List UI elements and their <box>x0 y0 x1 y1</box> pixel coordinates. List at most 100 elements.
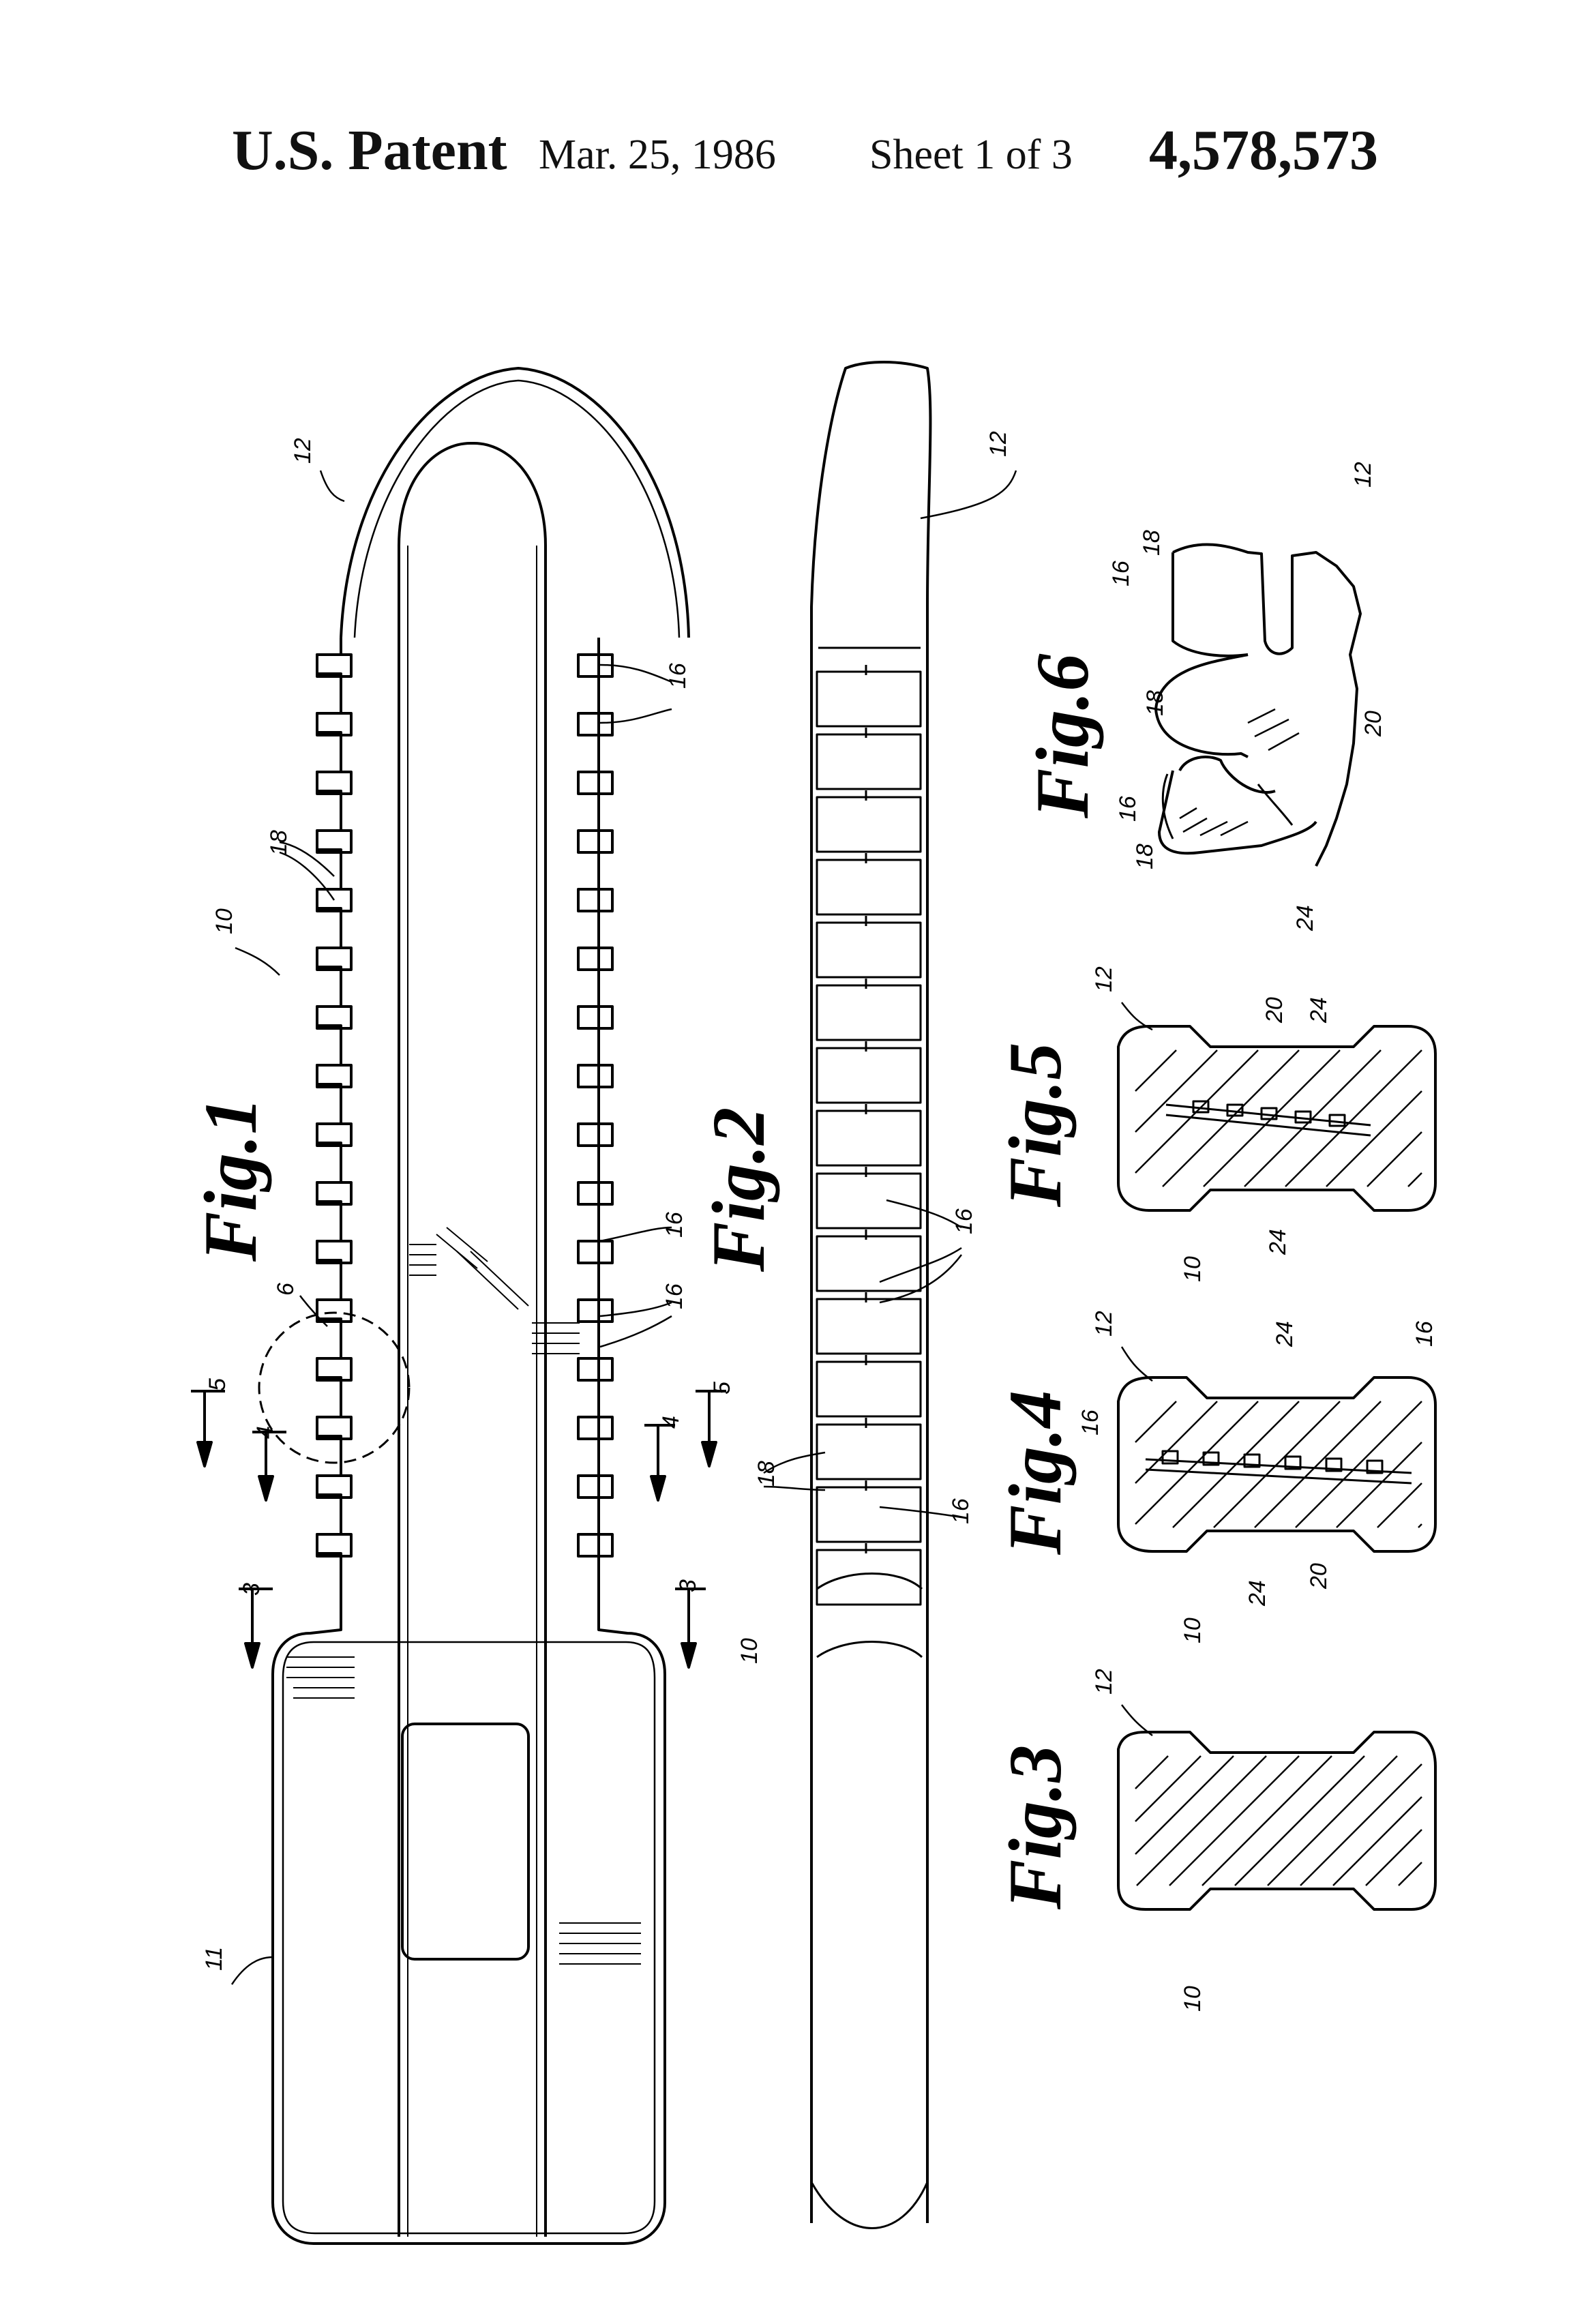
ref-18-fig6-a: 18 <box>1139 530 1165 556</box>
section-5-right: 5 <box>709 1382 735 1395</box>
ref-10-fig4: 10 <box>1180 1618 1206 1643</box>
fig2-segment <box>817 1174 921 1228</box>
fig2-segment <box>817 672 921 726</box>
fig1-right-tooth <box>578 889 612 911</box>
fig1-handle <box>273 1568 665 2244</box>
fig3-title: Fig.3 <box>994 1745 1077 1910</box>
fig1-left-edge <box>317 638 341 1593</box>
fig1-left-teeth <box>317 638 351 1593</box>
ref-18-fig2: 18 <box>753 1461 779 1487</box>
fig1-right-tooth <box>578 1358 612 1380</box>
fig2-segment <box>817 985 921 1040</box>
section-3-left: 3 <box>239 1583 265 1596</box>
section-hatch-line <box>1300 1764 1422 1886</box>
section-hatch-line <box>1163 1050 1299 1187</box>
fig1-tip-arc <box>341 368 689 638</box>
fig1-right-tooth <box>578 1300 612 1322</box>
ref-16-fig4-a: 16 <box>1077 1410 1103 1435</box>
ref-16-fig6-b: 16 <box>1115 796 1141 822</box>
ref-20-fig4: 20 <box>1306 1563 1332 1590</box>
section-hatch-line <box>1408 1173 1422 1187</box>
fig2-segment <box>817 1487 921 1542</box>
fig1-right-tooth <box>578 948 612 970</box>
ref-12-fig6: 12 <box>1350 462 1376 488</box>
fig1-right-tooth <box>578 1476 612 1498</box>
ref-10-fig2: 10 <box>736 1638 762 1664</box>
section-hatch-line <box>1173 1401 1299 1528</box>
fig2-segment <box>817 860 921 914</box>
section-hatch-line <box>1399 1862 1422 1886</box>
fig1-right-tooth <box>578 1417 612 1439</box>
ref-24-fig5-b: 24 <box>1265 1229 1291 1255</box>
section-4-left: 4 <box>252 1426 278 1439</box>
fig1-right-tooth <box>578 831 612 852</box>
fig2-segments <box>817 665 921 1605</box>
section-hatch-line <box>1377 1483 1422 1528</box>
section-hatch-line <box>1333 1797 1422 1886</box>
fig5-title: Fig.5 <box>994 1043 1077 1208</box>
section-hatch-line <box>1326 1091 1422 1187</box>
fig6-detail <box>1156 544 1360 866</box>
section-hatch-line <box>1135 1401 1176 1442</box>
section-hatch-line <box>1137 1756 1266 1886</box>
section-hatch-line <box>1268 1756 1397 1886</box>
fig1-right-teeth <box>578 638 612 1568</box>
section-hatch-line <box>1135 1756 1234 1854</box>
fig5-cross-section <box>1118 1026 1435 1210</box>
fig1-right-tooth <box>578 713 612 735</box>
fig1-right-tooth <box>578 772 612 794</box>
section-hatch-line <box>1135 1756 1168 1789</box>
section-hatch-line <box>1418 1524 1422 1528</box>
ref-12-fig2: 12 <box>985 431 1011 457</box>
ref-18-fig6-b: 18 <box>1142 690 1168 716</box>
section-3-right: 3 <box>675 1579 701 1592</box>
fig2-segment <box>817 734 921 789</box>
fig4-cross-section <box>1118 1377 1435 1551</box>
ref-12-fig5: 12 <box>1091 966 1117 992</box>
fig2-device <box>811 362 930 2229</box>
ref-18-fig1: 18 <box>266 830 292 856</box>
fig1-right-tooth <box>578 1241 612 1263</box>
fig1-device <box>341 368 696 2237</box>
ref-24-fig6: 24 <box>1292 905 1318 932</box>
section-hatch-line <box>1255 1401 1381 1528</box>
section-hatch-line <box>1135 1756 1201 1821</box>
ref-24-fig4-a: 24 <box>1272 1321 1298 1347</box>
fig1-right-tooth <box>578 1182 612 1204</box>
section-hatch-line <box>1135 1401 1258 1524</box>
fig1-right-tooth <box>578 1065 612 1087</box>
ref-16-fig2-b: 16 <box>948 1498 974 1524</box>
fig2-segment <box>817 1362 921 1416</box>
ref-16-fig1-a: 16 <box>665 663 691 689</box>
ref-12-fig1: 12 <box>290 438 316 464</box>
ref-20-fig5: 20 <box>1262 997 1287 1024</box>
fig1-center-slot <box>399 443 546 2237</box>
section-4-right: 4 <box>658 1416 684 1429</box>
fig2-segment <box>817 1111 921 1165</box>
fig2-segment <box>817 1299 921 1354</box>
ref-24-fig4-b: 24 <box>1244 1580 1270 1607</box>
fig1-right-tooth <box>578 1007 612 1028</box>
section-hatch-line <box>1367 1132 1422 1187</box>
section-hatch-line <box>1202 1756 1332 1886</box>
fig1-title: Fig.1 <box>189 1097 272 1262</box>
section-hatch-line <box>1296 1401 1422 1528</box>
ref-20-fig6: 20 <box>1360 711 1386 737</box>
section-hatch-line <box>1169 1756 1299 1886</box>
ref-11-fig1: 11 <box>201 1947 227 1971</box>
section-hatch-line <box>1135 1050 1176 1091</box>
fig2-segment <box>817 1550 921 1605</box>
ref-18-fig6-c: 18 <box>1132 844 1158 869</box>
fig2-segment <box>817 797 921 852</box>
fig2-segment <box>817 1048 921 1103</box>
section-hatch-line <box>1366 1830 1422 1886</box>
fig2-segment <box>817 1236 921 1291</box>
ref-10-fig1: 10 <box>211 908 237 934</box>
fig4-title: Fig.4 <box>994 1390 1077 1555</box>
fig3-cross-section <box>1118 1732 1435 1909</box>
ref-10-fig5: 10 <box>1180 1256 1206 1282</box>
fig2-title: Fig.2 <box>697 1107 780 1272</box>
ref-16-fig6-a: 16 <box>1108 561 1134 586</box>
ref-24-fig5-a: 24 <box>1306 997 1332 1024</box>
